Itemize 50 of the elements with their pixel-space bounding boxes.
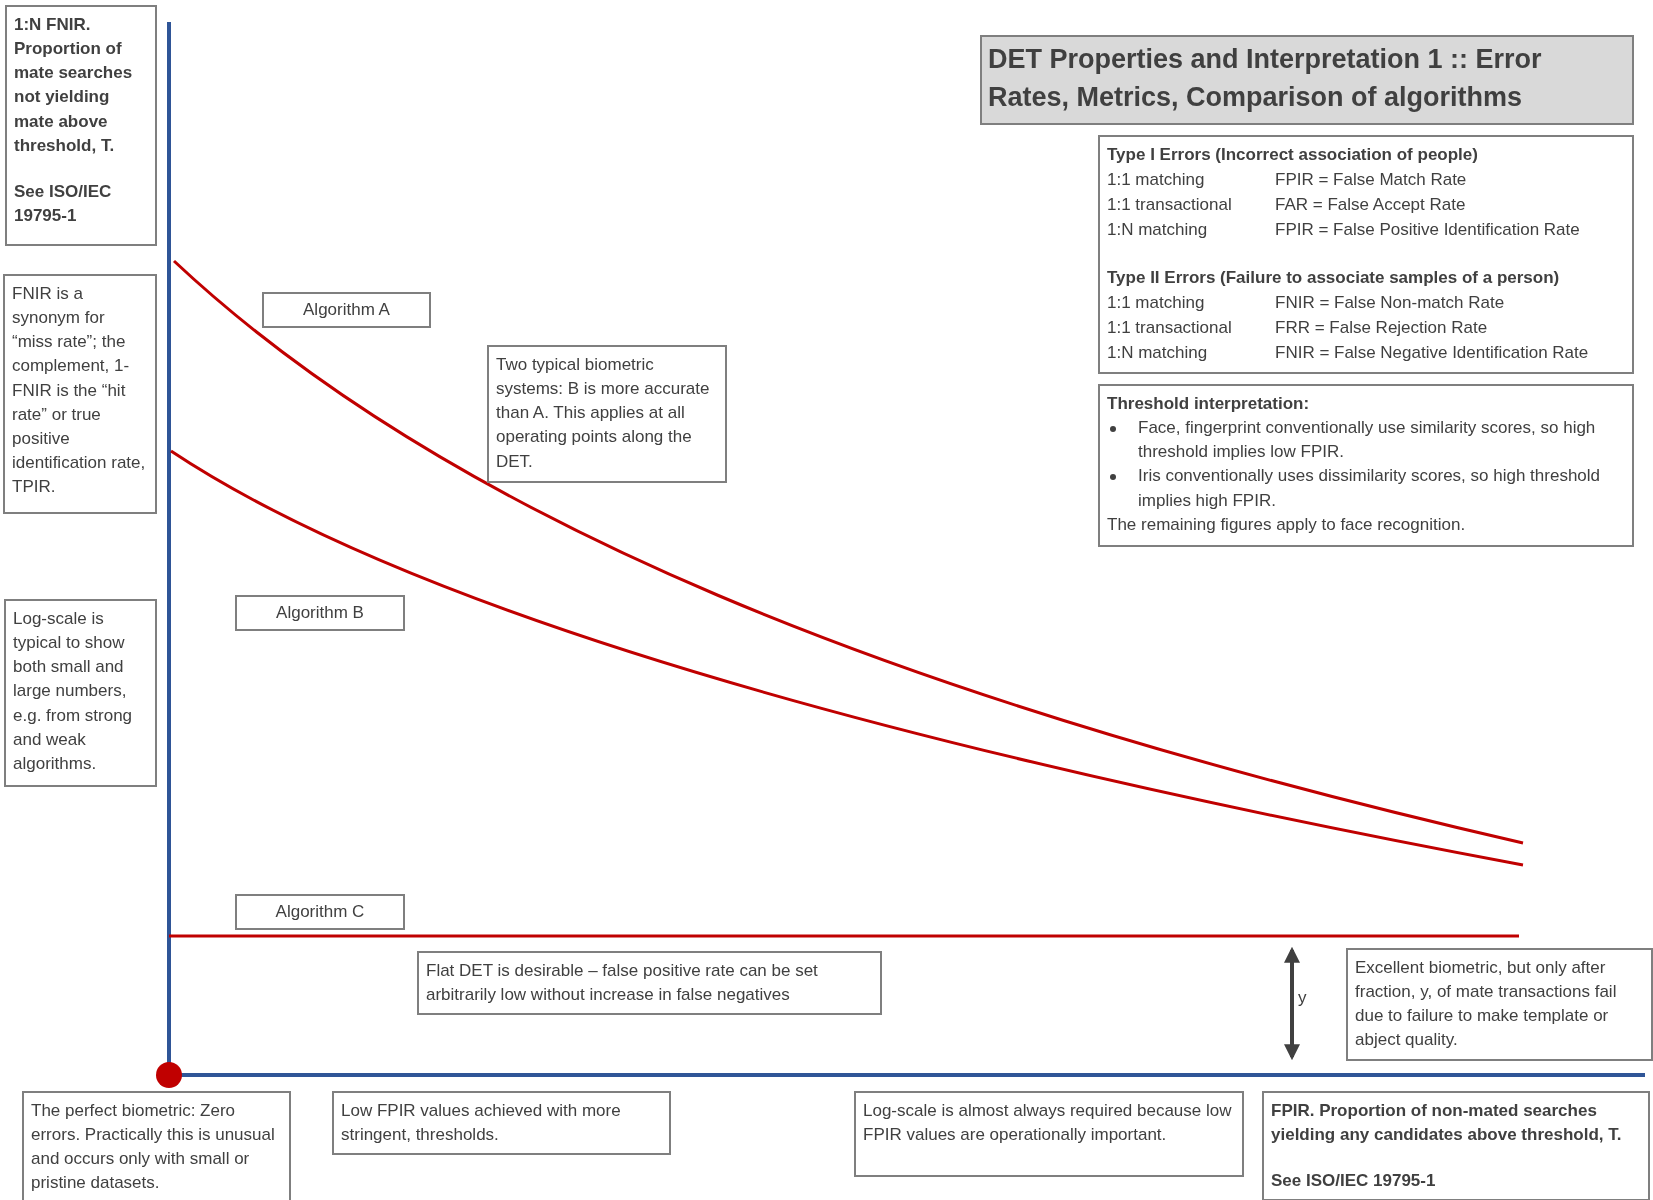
note-text: Flat DET is desirable – false positive rate can be set arbitrarily low without increase in false negatives — [426, 960, 819, 1007]
curve-label: Algorithm B — [276, 601, 364, 624]
section-heading: Type I Errors (Incorrect association of people) — [1107, 144, 1479, 166]
bullet-text: Iris conventionally uses dissimilarity scores, so high threshold implies high FPIR. — [1138, 466, 1601, 510]
note-box — [1098, 135, 1634, 374]
row-definition: FAR = False Accept Rate — [1275, 194, 1467, 217]
bullet-text: Face, fingerprint conventionally use similarity scores, so high threshold implies low FPIR. — [1138, 418, 1596, 462]
note-text: See ISO/IEC 19795-1 — [14, 180, 113, 227]
row-label: 1:N matching — [1107, 341, 1209, 364]
curve-label-box — [235, 894, 405, 930]
note-box — [332, 1091, 671, 1156]
note-box — [854, 1091, 1244, 1177]
section-heading: Threshold interpretation: — [1107, 393, 1311, 415]
note-text: Log-scale is typical to show both small and large numbers, e.g. from strong and weak algorithms. — [13, 608, 134, 775]
note-box — [1098, 384, 1634, 547]
section-heading: Type II Errors (Failure to associate samples of a person) — [1107, 266, 1561, 289]
note-box — [22, 1091, 291, 1200]
row-definition: FNIR = False Negative Identification Rate — [1275, 341, 1590, 364]
note-box — [3, 274, 157, 514]
note-text: Log-scale is almost always required because low FPIR values are operationally important. — [863, 1100, 1233, 1147]
note-box — [1262, 1091, 1650, 1200]
note-text: FNIR is a synonym for “miss rate”; the complement, 1-FNIR is the “hit rate” or true positive identification rate, TPIR. — [12, 283, 147, 498]
curve-label: Algorithm A — [303, 298, 390, 321]
note-text: Excellent biometric, but only after fraction, y, of mate transactions fail due to failure to make template or abject quality. — [1355, 957, 1618, 1052]
title-box: DET Properties and Interpretation 1 :: Error Rates, Metrics, Comparison of algorithms — [980, 35, 1634, 125]
row-definition: FPIR = False Match Rate — [1275, 169, 1468, 192]
dimension-label: y — [1298, 988, 1307, 1008]
note-text: See ISO/IEC 19795-1 — [1271, 1170, 1437, 1193]
row-label: 1:1 transactional — [1107, 194, 1233, 217]
note-box — [487, 345, 727, 483]
note-text: The remaining figures apply to face recognition. — [1107, 513, 1467, 536]
note-box — [5, 5, 157, 246]
note-box — [417, 951, 882, 1016]
row-label: 1:1 matching — [1107, 291, 1206, 314]
row-label: 1:1 transactional — [1107, 316, 1233, 339]
curve-label-box — [235, 595, 405, 631]
curve-label: Algorithm C — [275, 900, 365, 923]
note-box — [1346, 948, 1653, 1061]
note-text: 1:N FNIR. Proportion of mate searches not yielding mate above threshold, T. — [14, 14, 134, 157]
row-definition: FPIR = False Positive Identification Rate — [1275, 219, 1581, 242]
curve-label-box — [262, 292, 431, 328]
note-box — [4, 599, 157, 787]
row-definition: FRR = False Rejection Rate — [1275, 316, 1489, 339]
note-text: FPIR. Proportion of non-mated searches yielding any candidates above threshold, T. — [1271, 1100, 1623, 1147]
row-label: 1:N matching — [1107, 219, 1209, 242]
row-label: 1:1 matching — [1107, 169, 1206, 192]
note-text: Low FPIR values achieved with more stringent, thresholds. — [341, 1100, 622, 1147]
note-text: The perfect biometric: Zero errors. Practically this is unusual and occurs only with small or pristine datasets. — [31, 1100, 276, 1195]
note-text: Two typical biometric systems: B is more accurate than A. This applies at all operating points along the DET. — [496, 354, 711, 473]
row-definition: FNIR = False Non-match Rate — [1275, 291, 1506, 314]
